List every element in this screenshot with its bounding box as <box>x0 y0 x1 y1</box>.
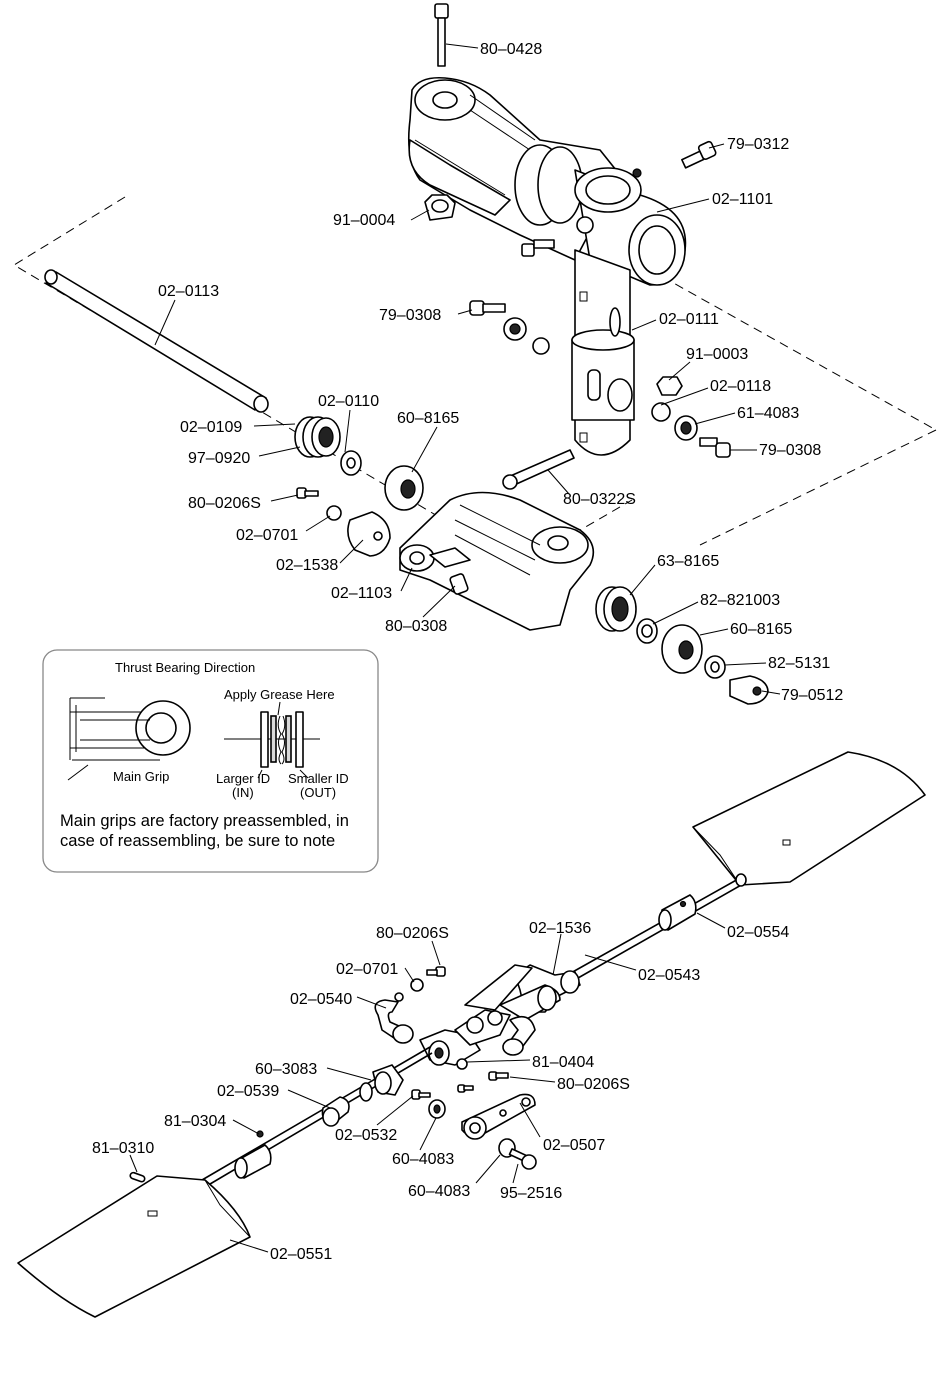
tail-shaft-left <box>201 1046 433 1188</box>
screw-80-0428 <box>434 3 449 67</box>
label-80-0206S-b: 80–0206S <box>376 925 449 942</box>
inset-bearing-sketch <box>224 701 320 779</box>
inset-title: Thrust Bearing Direction <box>115 660 255 675</box>
label-02-0109: 02–0109 <box>180 419 242 436</box>
spacer-02-0109 <box>294 416 341 458</box>
bolt-79-0308-right <box>699 437 731 458</box>
label-80-0206S-a: 80–0206S <box>188 495 261 512</box>
spacer-63-8165 <box>595 586 637 632</box>
thrust-bearing-inset: Thrust Bearing Direction Apply Grease He… <box>42 649 379 873</box>
inset-main-grip-label: Main Grip <box>113 769 169 784</box>
pin-80-0322S <box>502 449 575 490</box>
label-02-1536: 02–1536 <box>529 920 591 937</box>
label-81-0310: 81–0310 <box>92 1140 154 1157</box>
screw-81-0404 <box>456 1058 468 1070</box>
label-60-4083-a: 60–4083 <box>392 1151 454 1168</box>
bolt-95-2516 <box>508 1148 537 1170</box>
washer-82-821003 <box>636 618 658 644</box>
inset-smaller-id-label: Smaller ID <box>288 771 349 786</box>
label-80-0308: 80–0308 <box>385 618 447 635</box>
ball-02-0701-left <box>326 505 342 521</box>
label-02-0118: 02–0118 <box>710 378 771 395</box>
label-81-0404: 81–0404 <box>532 1054 594 1071</box>
label-02-0551: 02–0551 <box>270 1246 332 1263</box>
label-79-0512: 79–0512 <box>781 687 843 704</box>
bearing-60-8165-right <box>661 624 703 674</box>
bearing-61-4083 <box>674 415 698 441</box>
inset-note-line1: Main grips are factory preassembled, in <box>60 812 349 830</box>
label-91-0003: 91–0003 <box>686 346 748 363</box>
leader-lines-tail <box>129 912 726 1253</box>
tail-blade-right <box>692 751 926 886</box>
screw-80-0206S-upper <box>426 966 446 977</box>
inset-larger-id-label: Larger ID <box>216 771 270 786</box>
label-02-1101: 02–1101 <box>712 191 773 208</box>
label-02-0701-b: 02–0701 <box>336 961 398 978</box>
label-02-1538: 02–1538 <box>276 557 338 574</box>
label-02-0111: 02–0111 <box>659 311 719 328</box>
rotor-hub-02-1101 <box>407 76 687 456</box>
pitch-yoke-02-0540 <box>374 999 536 1066</box>
washer-02-0110 <box>340 450 362 476</box>
label-61-4083: 61–4083 <box>737 405 799 422</box>
label-02-0543: 02–0543 <box>638 967 700 984</box>
label-02-0701-a: 02–0701 <box>236 527 298 544</box>
inset-larger-id-sub: (IN) <box>232 785 254 800</box>
nut-91-0003 <box>656 376 683 396</box>
label-79-0308-b: 79–0308 <box>759 442 821 459</box>
label-60-4083-b: 60–4083 <box>408 1183 470 1200</box>
inset-grease-label: Apply Grease Here <box>224 687 335 702</box>
label-79-0308-a: 79–0308 <box>379 307 441 324</box>
label-02-0113: 02–0113 <box>158 283 219 300</box>
bolt-79-0308-left <box>469 300 550 355</box>
label-63-8165: 63–8165 <box>657 553 719 570</box>
screw-80-0206S-left <box>296 487 319 499</box>
label-97-0920: 97–0920 <box>188 450 250 467</box>
lever-02-0507 <box>461 1093 536 1140</box>
label-81-0304: 81–0304 <box>164 1113 226 1130</box>
label-60-8165-b: 60–8165 <box>730 621 792 638</box>
washer-82-5131 <box>704 655 726 679</box>
label-60-8165-a: 60–8165 <box>397 410 459 427</box>
inset-note-line2: case of reassembling, be sure to note <box>60 832 335 850</box>
leader-lines-top <box>154 43 781 695</box>
inset-smaller-id-sub: (OUT) <box>300 785 336 800</box>
label-02-0540: 02–0540 <box>290 991 352 1008</box>
blade-grip-02-1103 <box>399 491 595 631</box>
ball-02-0701-tail <box>394 978 424 1002</box>
label-80-0428: 80–0428 <box>480 41 542 58</box>
inset-main-grip-sketch <box>67 697 191 781</box>
bolt-79-0512 <box>729 675 769 705</box>
screw-hub-lower <box>521 239 555 257</box>
tail-hub-02-1536 <box>464 964 581 1021</box>
label-91-0004: 91–0004 <box>333 212 395 229</box>
bearing-60-8165-left <box>384 465 424 511</box>
screw-79-0312 <box>681 140 717 169</box>
label-02-0532: 02–0532 <box>335 1127 397 1144</box>
label-82-821003: 82–821003 <box>700 592 780 609</box>
tail-blade-left <box>17 1175 251 1318</box>
tail-shaft-right <box>552 873 747 991</box>
label-79-0312: 79–0312 <box>727 136 789 153</box>
label-80-0322S: 80–0322S <box>563 491 636 508</box>
label-02-1103: 02–1103 <box>331 585 392 602</box>
label-80-0206S-c: 80–0206S <box>557 1076 630 1093</box>
label-82-5131: 82–5131 <box>768 655 830 672</box>
inset-frame <box>42 649 379 873</box>
label-02-0507: 02–0507 <box>543 1137 605 1154</box>
label-02-0110: 02–0110 <box>318 393 379 410</box>
label-02-0539: 02–0539 <box>217 1083 279 1100</box>
nut-91-0004 <box>424 194 456 221</box>
label-95-2516: 95–2516 <box>500 1185 562 1202</box>
pin-81-0310 <box>129 1171 146 1183</box>
label-60-3083: 60–3083 <box>255 1061 317 1078</box>
pitch-hardware <box>411 1071 509 1119</box>
flybar-02-0113 <box>44 269 269 413</box>
label-02-0554: 02–0554 <box>727 924 789 941</box>
part-labels: 80–0428 79–0312 02–1101 91–0004 02–0113 … <box>92 41 843 1263</box>
bushing-02-0118 <box>651 402 671 422</box>
